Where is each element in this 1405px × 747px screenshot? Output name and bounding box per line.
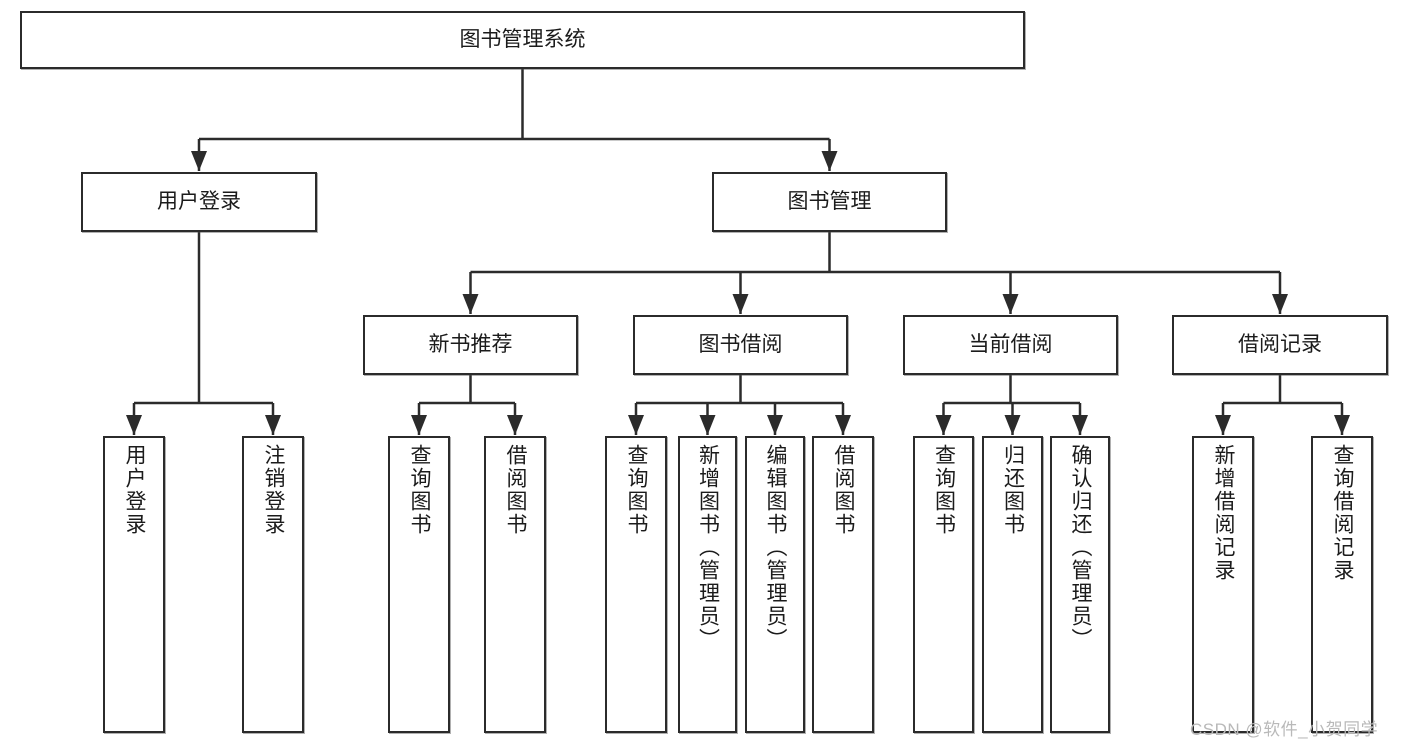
node-leaf-query-book-3[interactable]: 查询图书 — [913, 436, 974, 733]
node-leaf-borrow-book-2[interactable]: 借阅图书 — [812, 436, 874, 733]
node-label: 图书管理 — [787, 189, 872, 213]
node-new-book-recommend[interactable]: 新书推荐 — [363, 315, 578, 375]
node-label: 新增图书（管理员） — [696, 444, 720, 651]
node-label: 图书借阅 — [698, 332, 783, 356]
node-label: 用户登录 — [123, 444, 147, 536]
node-leaf-borrow-book-1[interactable]: 借阅图书 — [484, 436, 546, 733]
node-label: 编辑图书（管理员） — [764, 444, 788, 651]
node-leaf-return-book[interactable]: 归还图书 — [982, 436, 1043, 733]
node-label: 新增借阅记录 — [1212, 444, 1236, 582]
node-label: 新书推荐 — [428, 332, 513, 356]
node-leaf-logout[interactable]: 注销登录 — [242, 436, 304, 733]
node-label: 查询图书 — [625, 444, 649, 536]
node-label: 确认归还（管理员） — [1069, 444, 1093, 651]
node-label: 借阅记录 — [1238, 332, 1322, 356]
node-user-login[interactable]: 用户登录 — [81, 172, 317, 232]
node-label: 查询借阅记录 — [1331, 444, 1355, 582]
node-leaf-query-record[interactable]: 查询借阅记录 — [1311, 436, 1373, 733]
node-leaf-query-book-1[interactable]: 查询图书 — [388, 436, 450, 733]
node-label: 图书管理系统 — [459, 27, 586, 51]
node-label: 查询图书 — [408, 444, 432, 536]
node-leaf-add-record[interactable]: 新增借阅记录 — [1192, 436, 1254, 733]
node-label: 借阅图书 — [832, 444, 856, 536]
node-current-borrow[interactable]: 当前借阅 — [903, 315, 1118, 375]
node-label: 当前借阅 — [968, 332, 1053, 356]
node-root[interactable]: 图书管理系统 — [20, 11, 1025, 69]
node-borrow-record[interactable]: 借阅记录 — [1172, 315, 1388, 375]
watermark-text: CSDN @软件_小贺同学 — [1190, 720, 1379, 739]
node-book-manage[interactable]: 图书管理 — [712, 172, 947, 232]
node-leaf-confirm-return[interactable]: 确认归还（管理员） — [1050, 436, 1110, 733]
node-label: 归还图书 — [1001, 444, 1025, 536]
node-book-borrow[interactable]: 图书借阅 — [633, 315, 848, 375]
node-leaf-add-book[interactable]: 新增图书（管理员） — [678, 436, 737, 733]
node-label: 注销登录 — [262, 444, 286, 536]
node-label: 借阅图书 — [504, 444, 528, 536]
node-leaf-query-book-2[interactable]: 查询图书 — [605, 436, 667, 733]
node-leaf-user-login[interactable]: 用户登录 — [103, 436, 165, 733]
node-leaf-edit-book[interactable]: 编辑图书（管理员） — [745, 436, 805, 733]
node-label: 用户登录 — [157, 189, 241, 213]
node-label: 查询图书 — [932, 444, 956, 536]
